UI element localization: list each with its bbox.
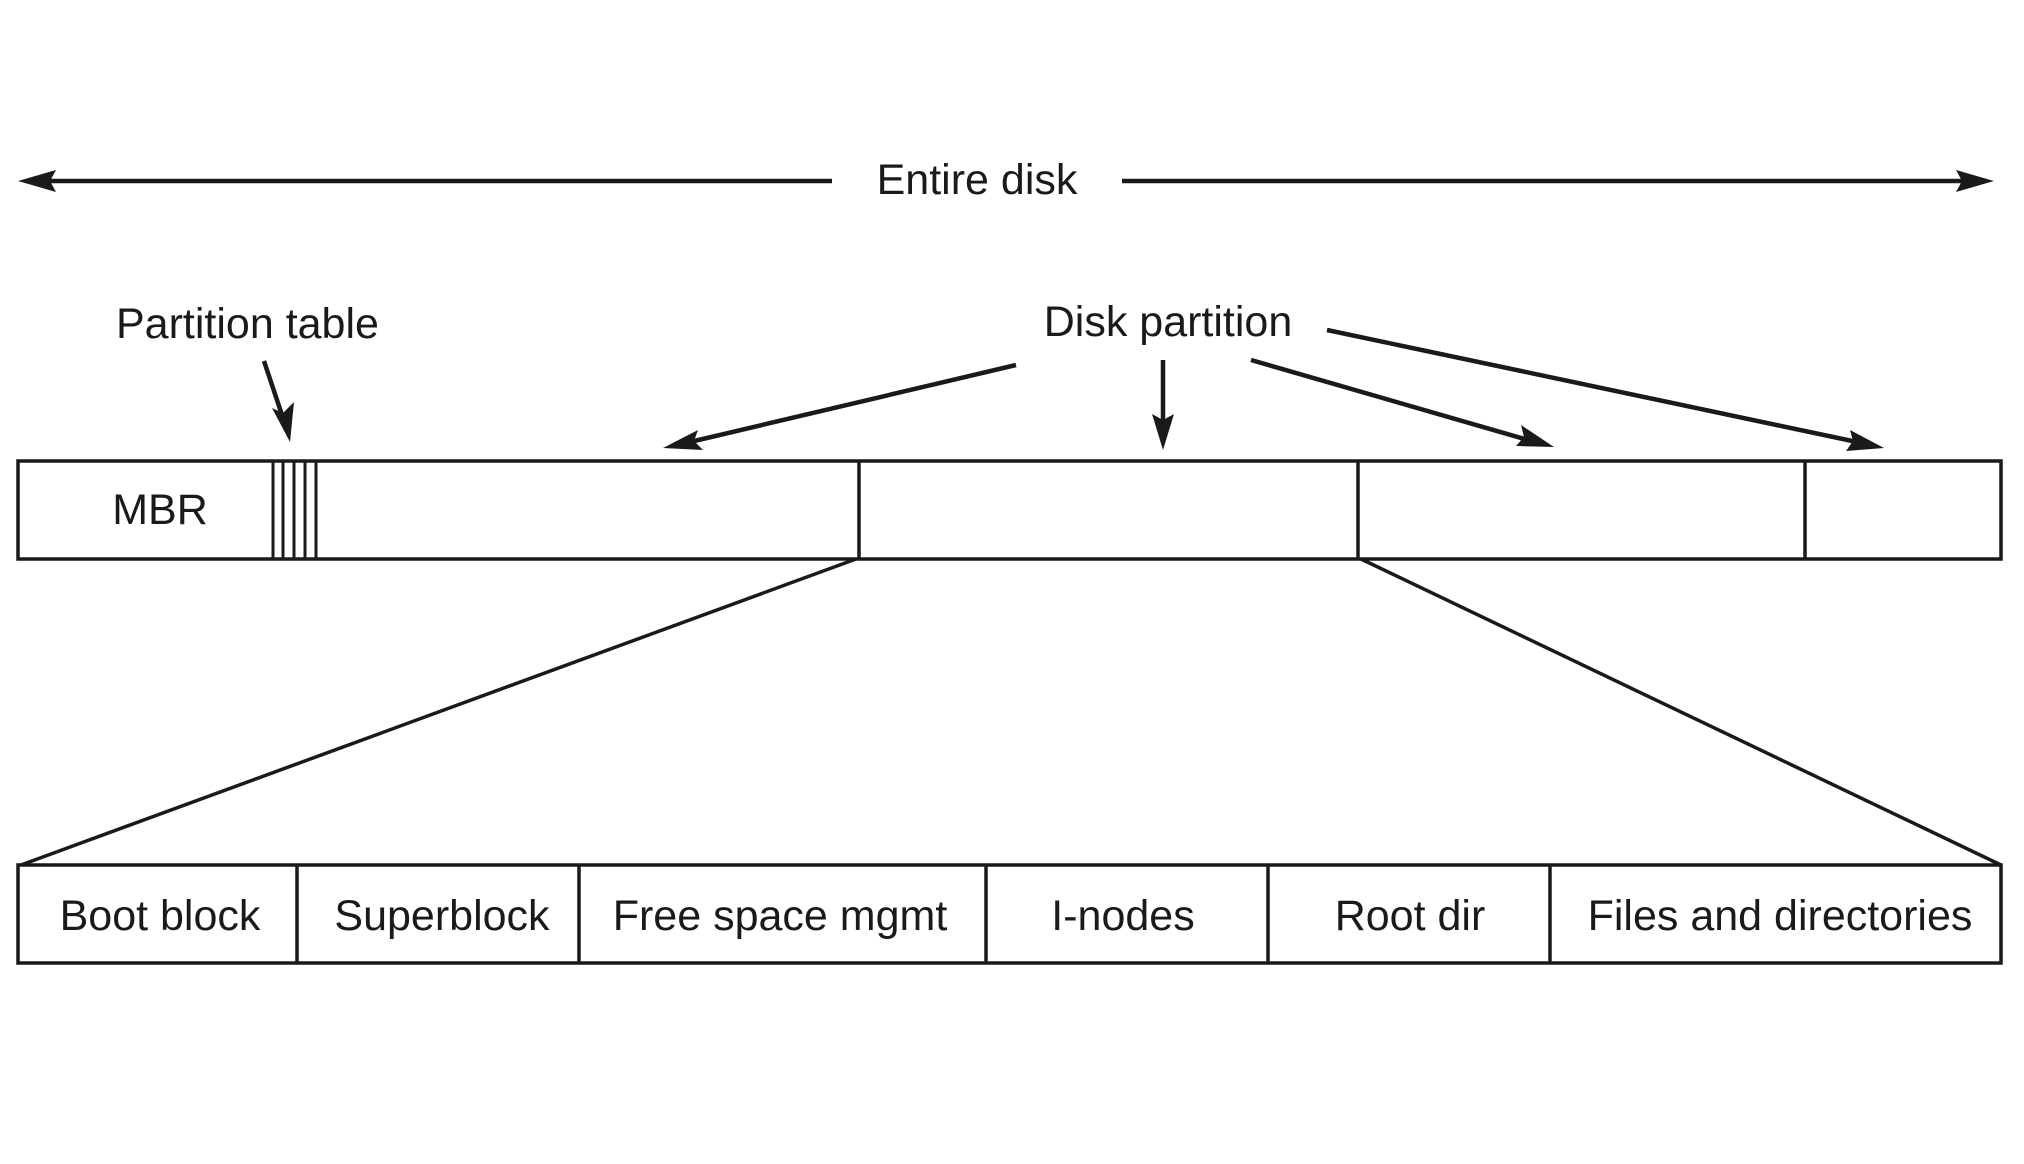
partition-detail-outline	[16, 863, 2003, 965]
segment-i-nodes: I-nodes	[1051, 892, 1194, 940]
disk-partition-arrow-1-head	[663, 430, 703, 450]
disk-partition-arrow-4-head	[1846, 430, 1884, 451]
partition-detail-bar: Boot block Superblock Free space mgmt I-nod…	[16, 863, 2003, 965]
entire-disk-arrow	[18, 170, 1994, 192]
disk-bar	[16, 459, 2003, 561]
disk-partition-arrows	[663, 327, 1884, 451]
disk-partition-arrow-1	[689, 362, 1017, 445]
partition-zoom-lines	[20, 557, 2002, 867]
segment-free-space-mgmt: Free space mgmt	[613, 892, 948, 940]
segment-root-dir: Root dir	[1335, 892, 1486, 940]
entire-disk-arrow-right-head	[1956, 170, 1994, 192]
disk-partition-arrow-2-head	[1152, 414, 1174, 450]
segment-boot-block: Boot block	[60, 892, 261, 940]
mbr-label: MBR	[112, 486, 208, 534]
disk-partition-arrow-4	[1326, 327, 1858, 445]
disk-partition-arrow-3	[1250, 357, 1529, 443]
entire-disk-label: Entire disk	[877, 156, 1078, 204]
segment-superblock: Superblock	[334, 892, 550, 940]
zoom-line-left	[20, 557, 857, 867]
partition-table-arrow	[261, 360, 294, 442]
entire-disk-arrow-left-head	[18, 170, 56, 192]
disk-partition-arrow-3-head	[1516, 425, 1554, 447]
partition-table-stripes	[271, 461, 318, 559]
partition-segments: Boot block Superblock Free space mgmt I-nod…	[60, 865, 1973, 963]
disk-partition-label: Disk partition	[1044, 298, 1293, 346]
disk-bar-outline	[16, 459, 2003, 561]
segment-files-and-directories: Files and directories	[1588, 892, 1973, 940]
partition-table-label: Partition table	[116, 300, 379, 348]
zoom-line-right	[1360, 557, 2002, 867]
